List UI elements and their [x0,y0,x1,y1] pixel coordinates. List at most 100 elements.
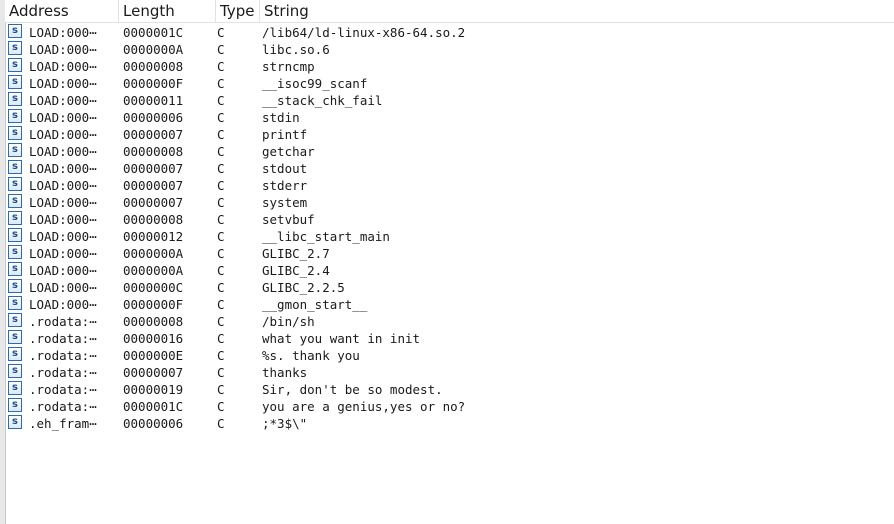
cell-address: LOAD:000⋯ [29,127,97,142]
cell-string: Sir, don't be so modest. [262,382,443,397]
string-icon: s [8,194,22,208]
cell-type: C [217,110,225,125]
string-icon: s [8,126,22,140]
cell-type: C [217,59,225,74]
cell-address: LOAD:000⋯ [29,178,97,193]
cell-length: 00000007 [123,178,184,193]
cell-address: LOAD:000⋯ [29,280,97,295]
cell-type: C [217,93,225,108]
string-icon: s [8,160,22,174]
string-icon: s [8,109,22,123]
cell-string: setvbuf [262,212,315,227]
cell-length: 0000000F [123,297,184,312]
cell-address: LOAD:000⋯ [29,59,97,74]
cell-type: C [217,280,225,295]
cell-length: 0000000F [123,76,184,91]
cell-address: .rodata:⋯ [29,331,97,346]
cell-string: you are a genius,yes or no? [262,399,466,414]
string-icon: s [8,381,22,395]
cell-type: C [217,246,225,261]
string-icon: s [8,347,22,361]
cell-address: LOAD:000⋯ [29,263,97,278]
string-icon: s [8,211,22,225]
cell-string: what you want in init [262,331,421,346]
cell-length: 00000008 [123,314,184,329]
column-header-address[interactable]: Address [5,0,119,22]
cell-type: C [217,229,225,244]
column-header: Address Length Type String [5,0,894,23]
cell-string: libc.so.6 [262,42,330,57]
cell-type: C [217,127,225,142]
cell-type: C [217,25,225,40]
string-icon: s [8,92,22,106]
string-icon: s [8,364,22,378]
cell-type: C [217,161,225,176]
cell-length: 00000012 [123,229,184,244]
cell-length: 00000016 [123,331,184,346]
cell-string: ;*3$\" [262,416,308,431]
cell-address: LOAD:000⋯ [29,42,97,57]
cell-length: 00000006 [123,416,184,431]
cell-address: LOAD:000⋯ [29,195,97,210]
cell-type: C [217,144,225,159]
string-icon: s [8,279,22,293]
cell-address: .rodata:⋯ [29,382,97,397]
cell-string: %s. thank you [262,348,360,363]
cell-address: LOAD:000⋯ [29,229,97,244]
cell-length: 00000008 [123,212,184,227]
string-icon: s [8,398,22,412]
cell-address: LOAD:000⋯ [29,212,97,227]
cell-address: LOAD:000⋯ [29,93,97,108]
string-icon: s [8,296,22,310]
cell-length: 0000001C [123,25,184,40]
cell-length: 00000007 [123,195,184,210]
string-icon: s [8,415,22,429]
string-icon: s [8,313,22,327]
cell-length: 0000001C [123,399,184,414]
cell-length: 0000000A [123,246,184,261]
cell-address: .rodata:⋯ [29,399,97,414]
cell-type: C [217,382,225,397]
cell-type: C [217,42,225,57]
column-header-string[interactable]: String [264,2,309,20]
cell-length: 0000000E [123,348,184,363]
cell-type: C [217,76,225,91]
cell-length: 00000007 [123,365,184,380]
cell-string: printf [262,127,308,142]
column-header-type[interactable]: Type [216,0,260,22]
column-header-length[interactable]: Length [119,0,216,22]
cell-address: .rodata:⋯ [29,365,97,380]
cell-type: C [217,416,225,431]
cell-string: /lib64/ld-linux-x86-64.so.2 [262,25,466,40]
cell-length: 00000007 [123,161,184,176]
cell-string: getchar [262,144,315,159]
cell-string: GLIBC_2.2.5 [262,280,345,295]
cell-string: stdin [262,110,300,125]
cell-type: C [217,297,225,312]
